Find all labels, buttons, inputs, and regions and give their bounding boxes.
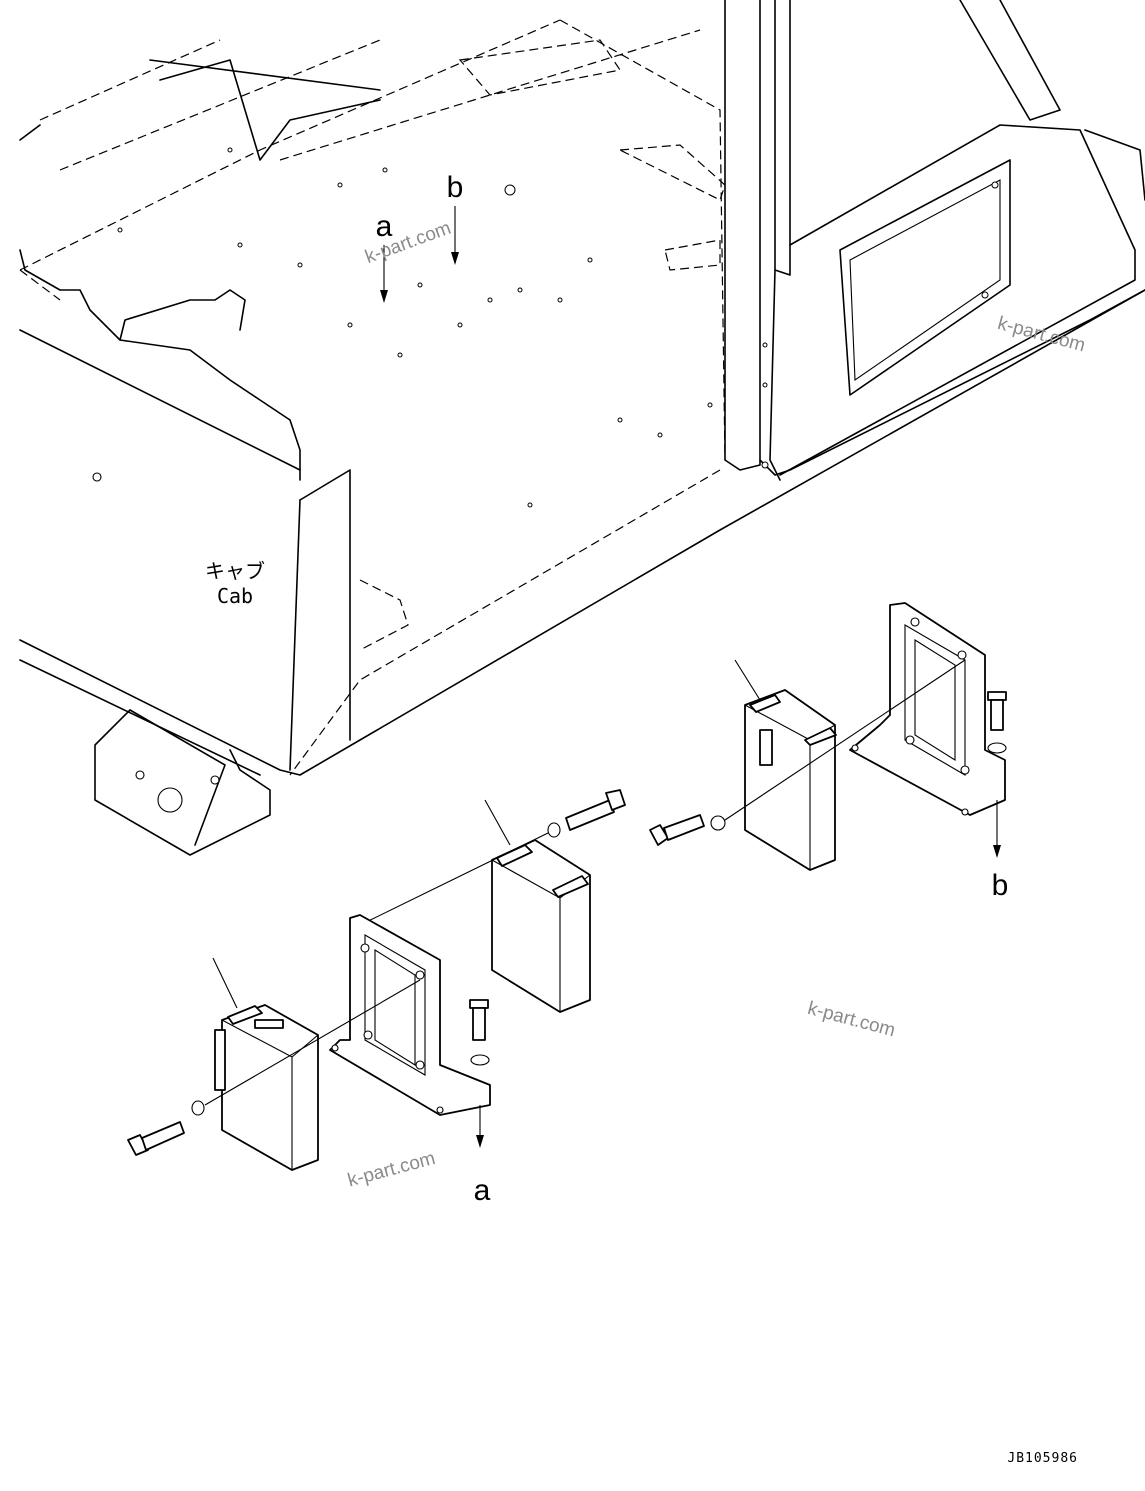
right-upright-bolt — [987, 691, 1007, 754]
ref-label-a-upper: a — [376, 210, 393, 243]
left-bracket — [329, 914, 491, 1116]
right-controller — [734, 659, 837, 871]
ref-label-a-lower: a — [474, 1174, 491, 1207]
middle-controller — [484, 799, 591, 1013]
ref-arrow-b-upper: b — [447, 171, 464, 265]
drawing-code: JB105986 — [1007, 1451, 1078, 1466]
ref-label-b-lower: b — [992, 869, 1009, 902]
cab-label-en: Cab — [217, 584, 253, 608]
ref-arrow-a-upper: a — [376, 210, 393, 303]
left-controller — [212, 957, 319, 1171]
cab-label-jp: キャブ — [205, 559, 265, 583]
cab-structure — [19, 0, 1145, 856]
middle-bolt — [349, 789, 626, 931]
left-bolt — [127, 979, 421, 1156]
watermark-3: k-part.com — [805, 998, 897, 1042]
ref-arrow-b-lower: b — [992, 800, 1009, 902]
right-bracket — [849, 602, 1006, 816]
left-upright-bolt — [469, 999, 490, 1066]
right-bolt — [649, 659, 966, 846]
watermark-4: k-part.com — [346, 1148, 438, 1192]
ref-label-b-upper: b — [447, 171, 464, 204]
ref-arrow-a-lower: a — [474, 1105, 491, 1207]
